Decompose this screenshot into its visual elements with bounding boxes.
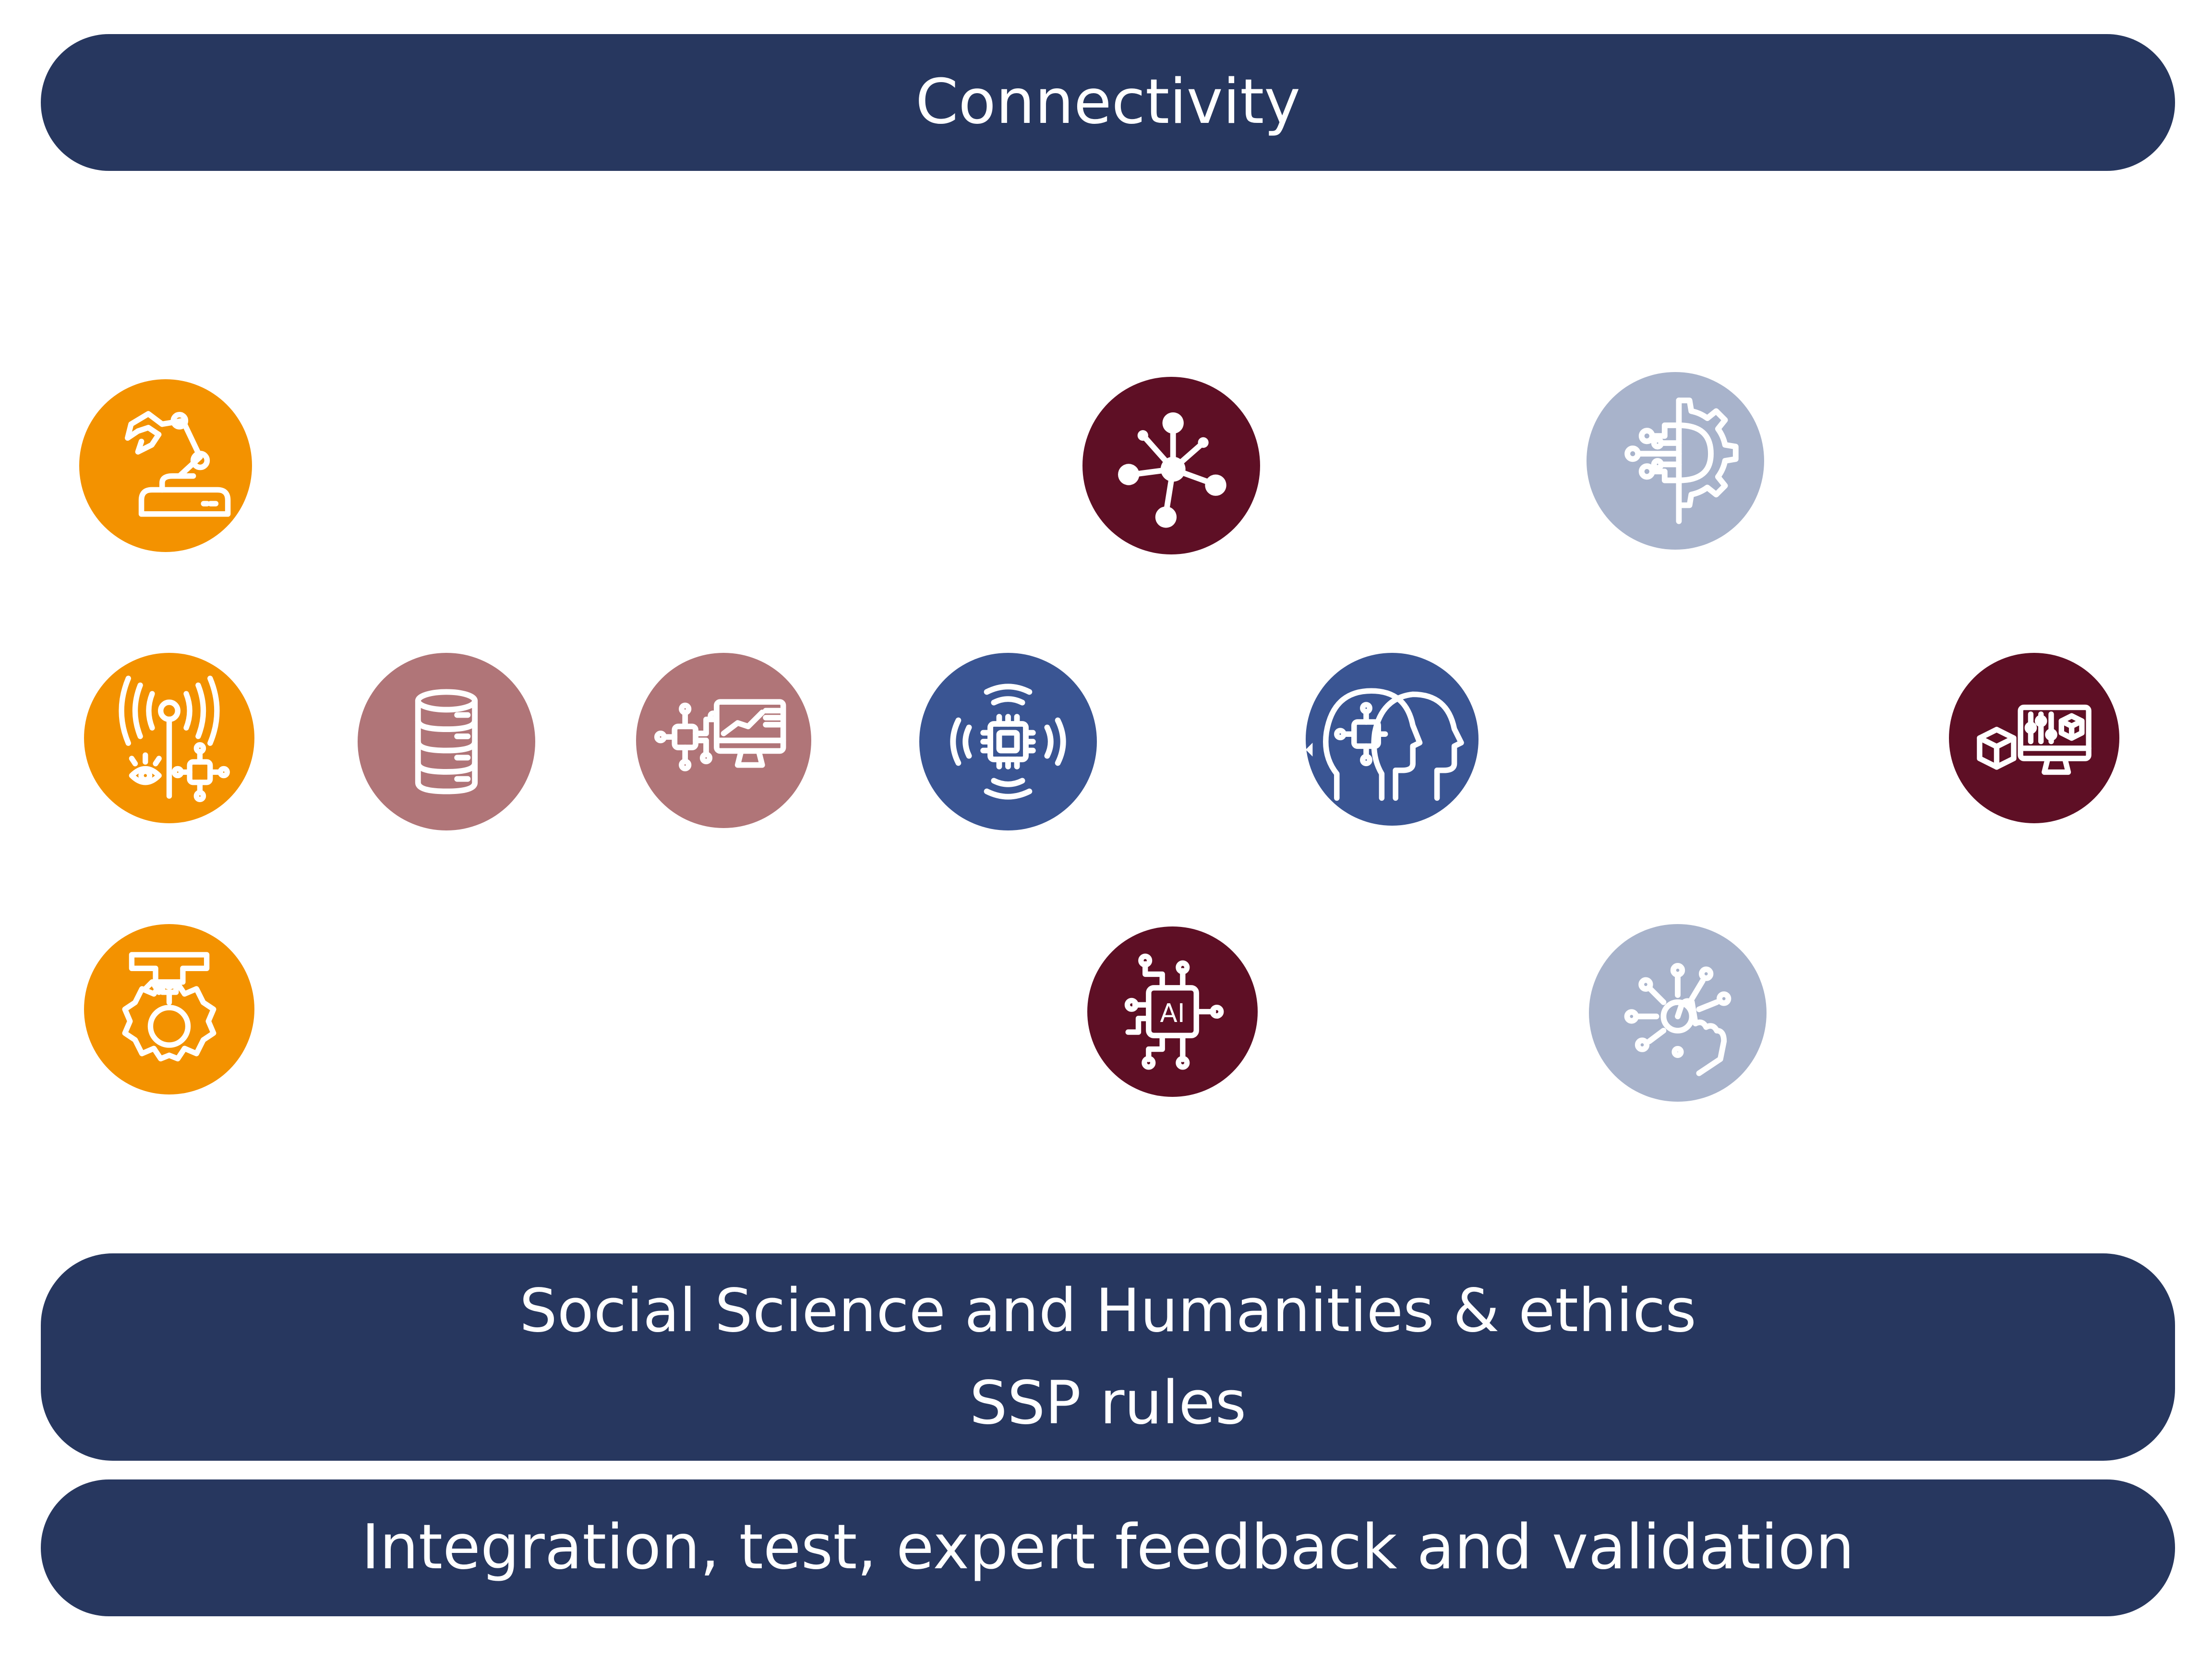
ssh-ethics-label: Social Science and Humanities & ethics	[519, 1276, 1696, 1346]
connectivity-bar: Connectivity	[41, 34, 2175, 171]
sensor-node	[84, 653, 254, 823]
touch-node	[1589, 924, 1767, 1102]
database-node	[358, 653, 535, 830]
integration-label: Integration, test, expert feedback and v…	[361, 1512, 1854, 1584]
ssp-rules-label: SSP rules	[969, 1369, 1247, 1438]
integration-bar: Integration, test, expert feedback and v…	[41, 1479, 2175, 1616]
gear-node	[84, 924, 254, 1094]
robot-arm-node	[79, 379, 252, 552]
digital-gear-node	[1587, 372, 1764, 550]
wireless-chip-node	[919, 653, 1097, 830]
human-ai-node	[1306, 653, 1479, 826]
database-icon	[415, 689, 478, 794]
network-node	[1082, 377, 1260, 554]
cube-monitor-node	[1949, 653, 2119, 823]
ai-chip-icon: AI	[1124, 953, 1224, 1070]
digital-gear-icon	[1624, 397, 1739, 524]
ssh-ethics-bar: Social Science and Humanities & ethics S…	[41, 1253, 2175, 1461]
connectivity-label: Connectivity	[915, 66, 1301, 138]
gear-manufacturing-icon	[122, 952, 216, 1062]
chip-monitor-node	[636, 653, 811, 828]
touch-interaction-icon	[1624, 963, 1731, 1076]
ai-chip-node: AI	[1087, 926, 1258, 1097]
sensor-eye-chip-icon	[119, 675, 230, 802]
human-ai-heads-icon	[1306, 688, 1464, 801]
robot-arm-icon	[125, 411, 231, 517]
wireless-chip-icon	[950, 684, 1066, 800]
ai-label: AI	[1160, 998, 1185, 1028]
cube-monitor-icon	[1977, 704, 2092, 775]
chip-monitor-data-icon	[654, 699, 786, 771]
network-nodes-icon	[1118, 412, 1226, 528]
